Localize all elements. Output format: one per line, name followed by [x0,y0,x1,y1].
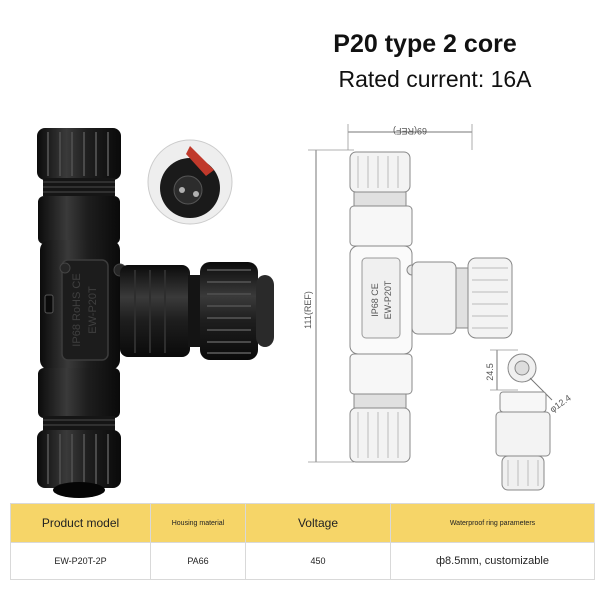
table-header-row: Product model Housing material Voltage W… [10,503,595,543]
subtitle: Rated current: 16A [338,66,532,92]
small-height-label: 24.5 [485,363,495,381]
spec-table: Product model Housing material Voltage W… [10,503,595,580]
title: P20 type 2 core [333,30,517,58]
drawing-body-text-2: EW-P20T [383,280,393,319]
product-photo: IP68 RoHS CE EW-P20T [37,128,274,498]
photo-body-text-2: EW-P20T [87,286,99,334]
table-header-cell: Waterproof ring parameters [390,503,595,543]
table-header-cell: Voltage [245,503,391,543]
table-header-cell: Housing material [150,503,246,543]
table-cell: EW-P20T-2P [10,542,151,580]
table-cell: 450 [245,542,391,580]
table-row: EW-P20T-2P PA66 450 ф8.5mm, customizable [10,542,595,580]
table-cell: ф8.5mm, customizable [390,542,595,580]
height-dimension-label: 111(REF) [303,291,313,329]
table-header-cell: Product model [10,503,151,543]
drawing-body-text-1: IP68 CE [370,283,380,317]
table-cell: PA66 [150,542,246,580]
diameter-label: φ12.4 [548,393,573,415]
photo-body-text-1: IP68 RoHS CE [71,273,83,346]
width-dimension-label: 69(REF) [393,126,427,136]
technical-drawing: 69(REF) 111(REF) IP68 CE EW-P20T 24.5 φ1… [303,124,573,491]
